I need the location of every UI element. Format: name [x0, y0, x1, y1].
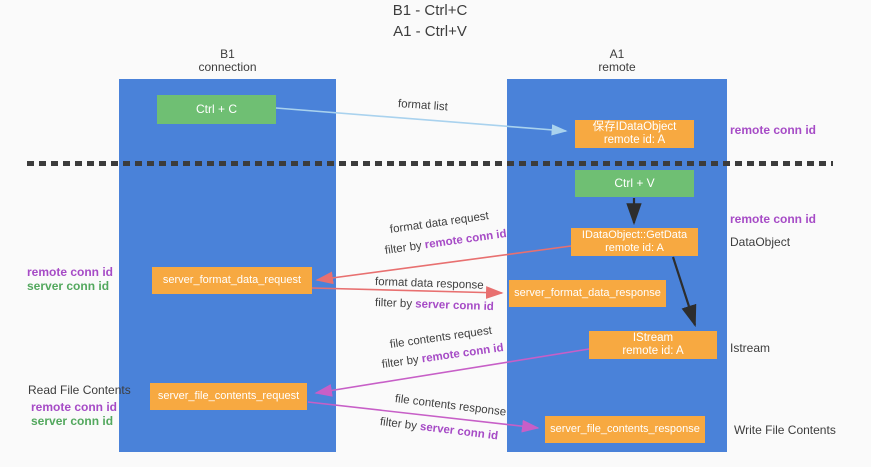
label-filter-remote-1-highlight: remote conn id — [424, 227, 508, 252]
right-lane-name: A1 — [609, 47, 625, 61]
label-format-data-response: format data response — [375, 276, 484, 292]
annotation-remote-conn-id-top-text: remote conn id — [730, 123, 817, 137]
diagram-title: B1 - Ctrl+C A1 - Ctrl+V — [0, 0, 860, 42]
label-file-contents-response: file contents response — [394, 393, 507, 419]
left-lane-role: connection — [198, 60, 257, 74]
annotation-read-file-contents: Read File Contents — [28, 383, 131, 397]
right-lane-role: remote — [598, 60, 636, 74]
annotation-left-remote-conn-id-1-text: remote conn id — [27, 265, 114, 279]
node-ctrl-v: Ctrl + V — [575, 170, 694, 197]
title-line-2: A1 - Ctrl+V — [393, 23, 467, 40]
title-line-1: B1 - Ctrl+C — [392, 2, 468, 19]
label-filter-remote-1-prefix: filter by — [384, 239, 426, 257]
label-file-contents-response-text: file contents response — [394, 393, 507, 419]
node-save-idataobject: 保存IDataObject remote id: A — [575, 120, 694, 148]
annotation-left-remote-conn-id-2: remote conn id — [31, 400, 117, 414]
node-getdata-line1: IDataObject::GetData — [581, 229, 688, 241]
annotation-left-remote-conn-id-1: remote conn id — [27, 265, 113, 279]
node-format-response-label: server_format_data_response — [514, 287, 661, 299]
node-ctrl-v-label: Ctrl + V — [614, 176, 655, 190]
annotation-dataobject-text: DataObject — [730, 235, 791, 249]
label-format-list-text: format list — [397, 98, 449, 114]
label-filter-server-1-highlight: server conn id — [415, 298, 495, 314]
annotation-left-server-conn-id-1: server conn id — [27, 279, 109, 293]
annotation-istream-text: Istream — [730, 341, 771, 355]
annotation-read-file-contents-text: Read File Contents — [28, 383, 131, 397]
annotation-remote-conn-id-mid-text: remote conn id — [730, 212, 817, 226]
node-ctrl-c: Ctrl + C — [157, 95, 276, 124]
label-filter-server-2-prefix: filter by — [379, 416, 421, 433]
node-server-format-data-request: server_format_data_request — [152, 267, 312, 294]
node-server-format-data-response: server_format_data_response — [509, 280, 666, 307]
node-server-file-contents-response: server_file_contents_response — [545, 416, 705, 443]
node-istream: IStream remote id: A — [589, 331, 717, 359]
node-save-idataobject-line1: 保存IDataObject — [592, 121, 677, 133]
node-format-request-label: server_format_data_request — [162, 274, 302, 286]
right-lane-header: A1 remote — [507, 48, 727, 74]
annotation-remote-conn-id-top: remote conn id — [730, 123, 816, 137]
node-getdata-line2: remote id: A — [605, 242, 664, 254]
left-lane-name: B1 — [220, 47, 235, 61]
annotation-istream: Istream — [730, 341, 770, 355]
label-filter-remote-2-prefix: filter by — [381, 353, 423, 371]
label-filter-server-1: filter by server conn id — [375, 297, 494, 313]
node-idataobject-getdata: IDataObject::GetData remote id: A — [571, 228, 698, 256]
annotation-dataobject: DataObject — [730, 235, 790, 249]
annotation-write-file-contents-text: Write File Contents — [734, 423, 836, 437]
node-file-request-label: server_file_contents_request — [157, 390, 300, 402]
label-filter-server-2-highlight: server conn id — [419, 420, 499, 443]
annotation-remote-conn-id-mid: remote conn id — [730, 212, 816, 226]
annotation-left-server-conn-id-2: server conn id — [31, 414, 113, 428]
annotation-write-file-contents: Write File Contents — [734, 423, 836, 437]
annotation-left-server-conn-id-1-text: server conn id — [27, 279, 110, 293]
label-filter-remote-2-highlight: remote conn id — [421, 341, 505, 366]
dashed-separator-line — [27, 161, 833, 166]
label-filter-server-1-prefix: filter by — [374, 297, 416, 311]
node-istream-line1: IStream — [632, 332, 674, 344]
node-file-response-label: server_file_contents_response — [550, 423, 700, 435]
node-save-idataobject-line2: remote id: A — [603, 134, 666, 146]
node-server-file-contents-request: server_file_contents_request — [150, 383, 307, 410]
label-filter-server-2: filter by server conn id — [379, 416, 498, 442]
left-lane-header: B1 connection — [119, 48, 336, 74]
node-istream-line2: remote id: A — [622, 345, 684, 357]
annotation-left-remote-conn-id-2-text: remote conn id — [31, 400, 118, 414]
annotation-left-server-conn-id-2-text: server conn id — [31, 414, 114, 428]
label-format-list: format list — [398, 98, 449, 113]
node-ctrl-c-label: Ctrl + C — [195, 102, 237, 116]
label-format-data-response-text: format data response — [374, 276, 484, 292]
